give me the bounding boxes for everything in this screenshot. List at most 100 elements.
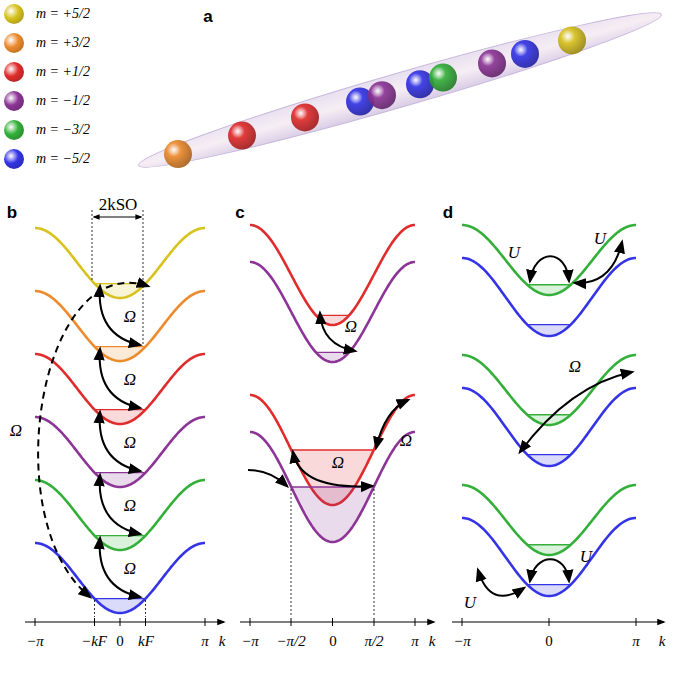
label: a <box>203 8 212 25</box>
label: −π <box>453 634 471 649</box>
coupling-arrow <box>100 412 140 471</box>
coupling-arrow <box>38 283 148 597</box>
legend-text: m = −5/2 <box>36 151 90 167</box>
label: π/2 <box>364 634 383 649</box>
label: d <box>443 204 453 221</box>
energy-band <box>35 480 205 550</box>
label: c <box>235 204 244 221</box>
fermi-level <box>291 449 374 450</box>
legend-item: m = −5/2 <box>4 148 90 170</box>
label: Ω <box>124 308 136 325</box>
coupling-arrow <box>100 475 140 534</box>
label: k <box>429 634 436 649</box>
label: k <box>219 634 226 649</box>
k-axis <box>25 621 224 622</box>
label: Ω <box>345 318 357 335</box>
axis-tick <box>415 618 416 626</box>
coupling-arrow <box>530 256 569 281</box>
label: 0 <box>545 634 553 649</box>
guide-line <box>145 600 146 617</box>
energy-band <box>35 354 205 424</box>
atom-sphere <box>368 81 396 109</box>
legend-text: m = +3/2 <box>36 35 90 51</box>
energy-band <box>462 355 636 425</box>
axis-tick <box>250 618 251 626</box>
atom-sphere <box>228 122 256 150</box>
axis-tick <box>636 618 637 626</box>
guide-line <box>374 489 375 617</box>
label: π <box>411 634 419 649</box>
axis-tick <box>205 618 206 626</box>
atom-sphere <box>291 103 319 131</box>
legend-text: m = −1/2 <box>36 93 90 109</box>
axis-tick <box>35 618 36 626</box>
guide-line <box>143 210 144 345</box>
legend-item: m = +3/2 <box>4 32 90 54</box>
fermi-level <box>95 535 146 536</box>
atom-sphere <box>478 49 506 77</box>
fermi-level <box>527 454 571 455</box>
energy-band <box>35 228 205 298</box>
energy-band <box>35 291 205 361</box>
axis-tick <box>549 618 550 626</box>
legend-swatch <box>4 33 24 53</box>
energy-band <box>35 543 205 613</box>
coupling-arrow <box>520 372 632 452</box>
label: 0 <box>116 634 124 649</box>
legend-swatch <box>4 120 24 140</box>
label: Ω <box>569 358 581 375</box>
coupling-arrow <box>478 570 524 596</box>
guide-line <box>92 210 93 282</box>
coupling-arrow <box>530 559 569 581</box>
legend-text: m = +1/2 <box>36 64 90 80</box>
fermi-level <box>527 284 571 285</box>
energy-band <box>462 485 636 555</box>
label: U <box>508 244 520 261</box>
label: kF <box>138 634 154 649</box>
label: −π <box>241 634 259 649</box>
label: π <box>632 634 640 649</box>
label: U <box>580 548 592 565</box>
legend-item: m = −3/2 <box>4 119 90 141</box>
energy-band <box>250 262 415 362</box>
axis-tick <box>332 618 333 626</box>
label: Ω <box>124 497 136 514</box>
legend-text: m = +5/2 <box>36 6 90 22</box>
label: −π/2 <box>276 634 305 649</box>
label: 2kSO <box>99 196 138 213</box>
legend-item: m = +5/2 <box>4 3 90 25</box>
label: Ω <box>400 432 412 449</box>
energy-band <box>250 432 415 542</box>
atom-sphere <box>429 64 457 92</box>
guide-line <box>94 600 95 617</box>
legend-item: m = −1/2 <box>4 90 90 112</box>
legend-swatch <box>4 149 24 169</box>
energy-band <box>462 518 636 596</box>
axis-tick <box>145 618 146 626</box>
label: −kF <box>81 634 107 649</box>
fermi-level <box>95 346 146 347</box>
energy-band <box>35 417 205 487</box>
coupling-arrow <box>293 452 372 486</box>
legend-text: m = −3/2 <box>36 122 90 138</box>
axis-tick <box>462 618 463 626</box>
label: 0 <box>329 634 337 649</box>
fermi-level <box>95 598 146 599</box>
energy-band <box>462 388 636 466</box>
legend-swatch <box>4 91 24 111</box>
label: Ω <box>10 422 22 439</box>
coupling-arrow <box>100 349 140 408</box>
fermi-level <box>527 544 571 545</box>
label: b <box>7 204 17 221</box>
fermi-level <box>527 414 571 415</box>
atom-sphere <box>558 26 586 54</box>
label: π <box>201 634 209 649</box>
label: Ω <box>332 454 344 471</box>
legend-swatch <box>4 4 24 24</box>
guide-line <box>291 489 292 617</box>
axis-tick <box>291 618 292 626</box>
atom-sphere <box>511 40 539 68</box>
label: Ω <box>124 560 136 577</box>
